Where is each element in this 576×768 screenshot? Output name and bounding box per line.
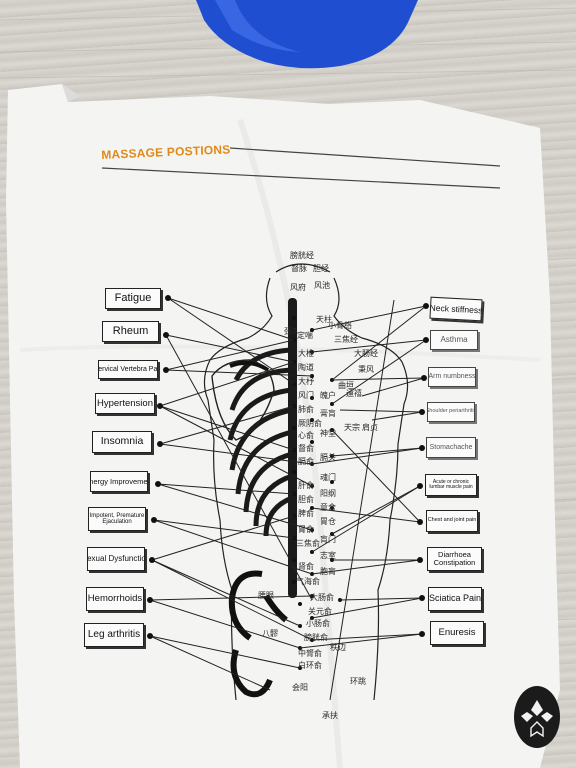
acupoint-qihaishu: 气海俞	[296, 577, 320, 586]
acupoint-pangguangshu: 膀胱俞	[304, 633, 328, 642]
acupoint-geguan: 膈关	[320, 453, 336, 462]
acupoint-gaohuang: 膏肓	[320, 409, 336, 418]
acupoint-taodao: 陶道	[298, 363, 314, 372]
acupoint-tianzong: 天宗	[344, 423, 360, 432]
acupoint-shenshu: 肾俞	[298, 562, 314, 571]
acupoint-pohu: 魄户	[320, 391, 336, 400]
label-sexual-dysfunction: Sexual Dysfunction	[87, 547, 145, 571]
label-enuresis: Enuresis	[430, 621, 484, 645]
label-diarrhoea-constipation: Diarrhoea Constipation	[427, 547, 482, 571]
acupoint-xinshu: 心俞	[298, 431, 314, 440]
acupoint-huangmen: 肓门	[320, 535, 336, 544]
label-sciatica-pain: Sciatica Pain	[428, 587, 482, 611]
meridian-gallbladder: 胆经	[313, 264, 329, 273]
acupoint-pishu: 脾俞	[298, 509, 314, 518]
acupoint-shentang: 神堂	[320, 429, 336, 438]
acupoint-guanyuanshu: 关元俞	[308, 607, 332, 616]
acupoint-yishe: 意舍	[320, 503, 336, 512]
label-arm-numbness: Arm numbness	[428, 367, 476, 387]
acupoint-zhonglvshu: 中膂俞	[298, 649, 322, 658]
acupoint-sanjiaoshu: 三焦俞	[296, 539, 320, 548]
acupoint-bingfeng: 秉风	[358, 365, 374, 374]
acupoint-huiyang: 会阳	[292, 683, 308, 692]
acupoint-dingchuan: 定喘	[297, 331, 313, 340]
acupoint-dazhui: 大椎	[298, 349, 314, 358]
acupoint-c7: 颈7	[284, 327, 298, 336]
label-rheum: Rheum	[102, 321, 159, 342]
label-chest-joint-pain: Chest and joint pain	[426, 510, 478, 532]
acupoint-fengfu: 风府	[290, 283, 306, 292]
label-asthma: Asthma	[430, 330, 478, 350]
label-dots	[147, 295, 429, 639]
acupoint-hunmen: 魂门	[320, 473, 336, 482]
label-hemorrhoids: Hemorrhoids	[86, 587, 144, 611]
acupoint-yixi: 遠禧	[346, 389, 362, 398]
acupoint-dazhu: 大杼	[298, 377, 314, 386]
acupoint-quyuan: 曲垣	[338, 381, 354, 390]
acupoint-yaoyan: 腰眼	[258, 591, 274, 600]
acupoint-dushu: 督俞	[298, 444, 314, 453]
acupoint-huantiao: 环跳	[350, 677, 366, 686]
label-fatigue: Fatigue	[105, 288, 161, 309]
label-energy-improvement: Energy Improvement	[90, 471, 148, 492]
acupoint-dots	[292, 316, 342, 670]
blue-bottle	[196, 0, 418, 69]
acupoint-zhishi: 志室	[320, 551, 336, 560]
acupoint-danshu: 胆俞	[298, 495, 314, 504]
acupoint-xiaochangshu: 小肠俞	[306, 619, 330, 628]
label-neck-stiffness: Neck stiffness	[429, 296, 483, 322]
acupoint-sanjiaojing: 三焦经	[334, 335, 358, 344]
label-lumbar-muscle-pain: Acute or chronic lumbar muscle pain	[425, 474, 477, 496]
acupoint-ganshu: 肝俞	[298, 481, 314, 490]
acupoint-zhibian: 秩边	[330, 643, 346, 652]
watermark-logo	[514, 686, 560, 748]
label-shoulder-periarthritis: Shoulder periarthritis	[427, 402, 475, 422]
meridian-bladder: 膀胱经	[290, 251, 314, 260]
acupoint-dachangshu: 大肠俞	[310, 593, 334, 602]
label-stomachache: Stomachache	[426, 437, 476, 458]
acupoint-fengmen: 风门	[298, 391, 314, 400]
acupoint-weicang: 胃仓	[320, 517, 336, 526]
label-cervical-vertebra-pain: Cervical Vertebra Pain	[98, 360, 158, 379]
left-leader-lines	[149, 297, 313, 691]
acupoint-yanggang: 阳纲	[320, 489, 336, 498]
acupoint-baohuang: 胞肓	[320, 567, 336, 576]
meridian-du: 督脉	[291, 264, 307, 273]
acupoint-jueyinshu: 厥阴俞	[298, 419, 322, 428]
label-impotent: Impotent, Premature Ejaculation	[88, 507, 146, 531]
acupoint-jianzhen: 肩贞	[362, 423, 378, 432]
acupoint-chengfu: 承扶	[322, 711, 338, 720]
acupoint-dachangjing: 大肠经	[354, 349, 378, 358]
acupoint-baihuanshu: 白环俞	[298, 661, 322, 670]
acupoint-fengchi: 风池	[314, 281, 330, 290]
acupoint-baliao: 八髎	[262, 629, 278, 638]
label-hypertension: Hypertension	[95, 393, 155, 414]
acupoint-geshu: 膈俞	[298, 457, 314, 466]
acupoint-feishu: 肺俞	[298, 405, 314, 414]
acupoint-tianzhu: 天柱	[316, 315, 332, 324]
ribcage	[227, 347, 293, 537]
label-insomnia: Insomnia	[92, 431, 152, 453]
right-leader-lines	[299, 299, 427, 701]
label-leg-arthritis: Leg arthritis	[84, 623, 144, 647]
acupoint-weishu: 胃俞	[298, 525, 314, 534]
acupoint-xiaogualuo: 小骨络	[328, 321, 352, 330]
